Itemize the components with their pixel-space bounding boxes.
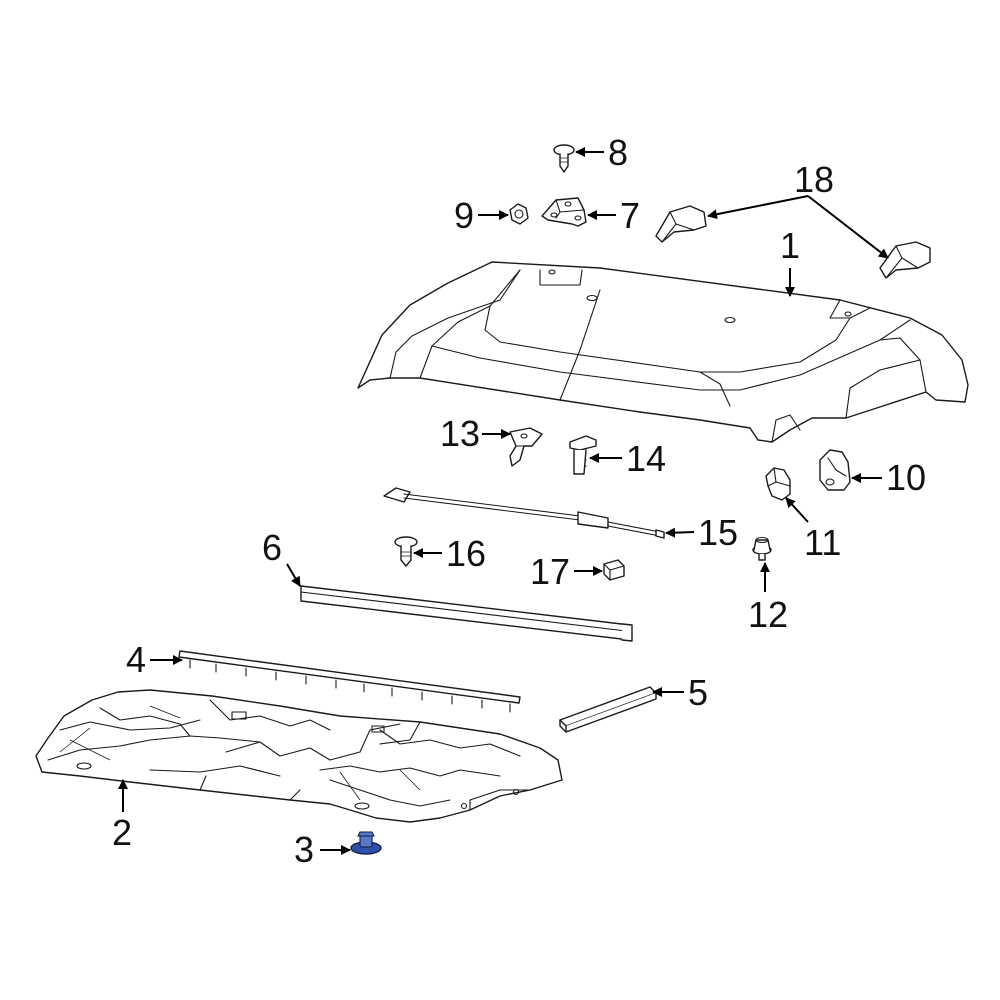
part-11-striker[interactable]	[765, 467, 791, 501]
callout-17: 17	[530, 551, 570, 592]
part-15-release-cable[interactable]	[383, 487, 665, 539]
callout-13: 13	[440, 413, 480, 454]
part-2-hood-insulator[interactable]	[35, 689, 563, 823]
callout-9: 9	[454, 195, 474, 236]
part-18-hinge-cover-left[interactable]	[655, 205, 707, 243]
part-3-push-retainer[interactable]	[350, 831, 382, 855]
seal-clips	[189, 659, 511, 713]
callout-18: 18	[794, 159, 834, 200]
part-10-bumper[interactable]	[819, 449, 851, 491]
part-7-bracket[interactable]	[541, 197, 587, 227]
callout-10: 10	[886, 457, 926, 498]
callout-11: 11	[804, 522, 841, 563]
part-12-bumper-stop[interactable]	[752, 536, 772, 561]
part-17-bumper-block[interactable]	[603, 559, 625, 581]
part-16-push-pin[interactable]	[394, 536, 418, 567]
callout-5: 5	[688, 672, 708, 713]
part-8-bolt[interactable]	[553, 144, 575, 173]
callout-1: 1	[780, 225, 800, 266]
part-9-nut[interactable]	[509, 203, 529, 225]
part-5-seal-bar[interactable]	[559, 686, 657, 733]
part-1-hood-panel[interactable]	[357, 261, 969, 443]
part-18-hinge-cover-right[interactable]	[879, 241, 931, 279]
callout-15: 15	[698, 512, 738, 553]
callout-labels: 1 2 3 4 5 6 7 8 9 10 11 12 13 14 15 16 1…	[112, 132, 926, 870]
part-13-hook-bracket[interactable]	[509, 427, 543, 467]
callout-7: 7	[620, 195, 640, 236]
callout-3: 3	[294, 829, 314, 870]
callout-12: 12	[748, 594, 788, 635]
callout-16: 16	[446, 533, 486, 574]
callout-2: 2	[112, 812, 132, 853]
part-6-seal-bar[interactable]	[300, 585, 633, 642]
part-14-latch-spring[interactable]	[569, 435, 597, 475]
leader-lines	[118, 147, 889, 855]
callout-4: 4	[126, 639, 146, 680]
callout-8: 8	[608, 132, 628, 173]
callout-6: 6	[262, 527, 282, 568]
callout-14: 14	[626, 438, 666, 479]
